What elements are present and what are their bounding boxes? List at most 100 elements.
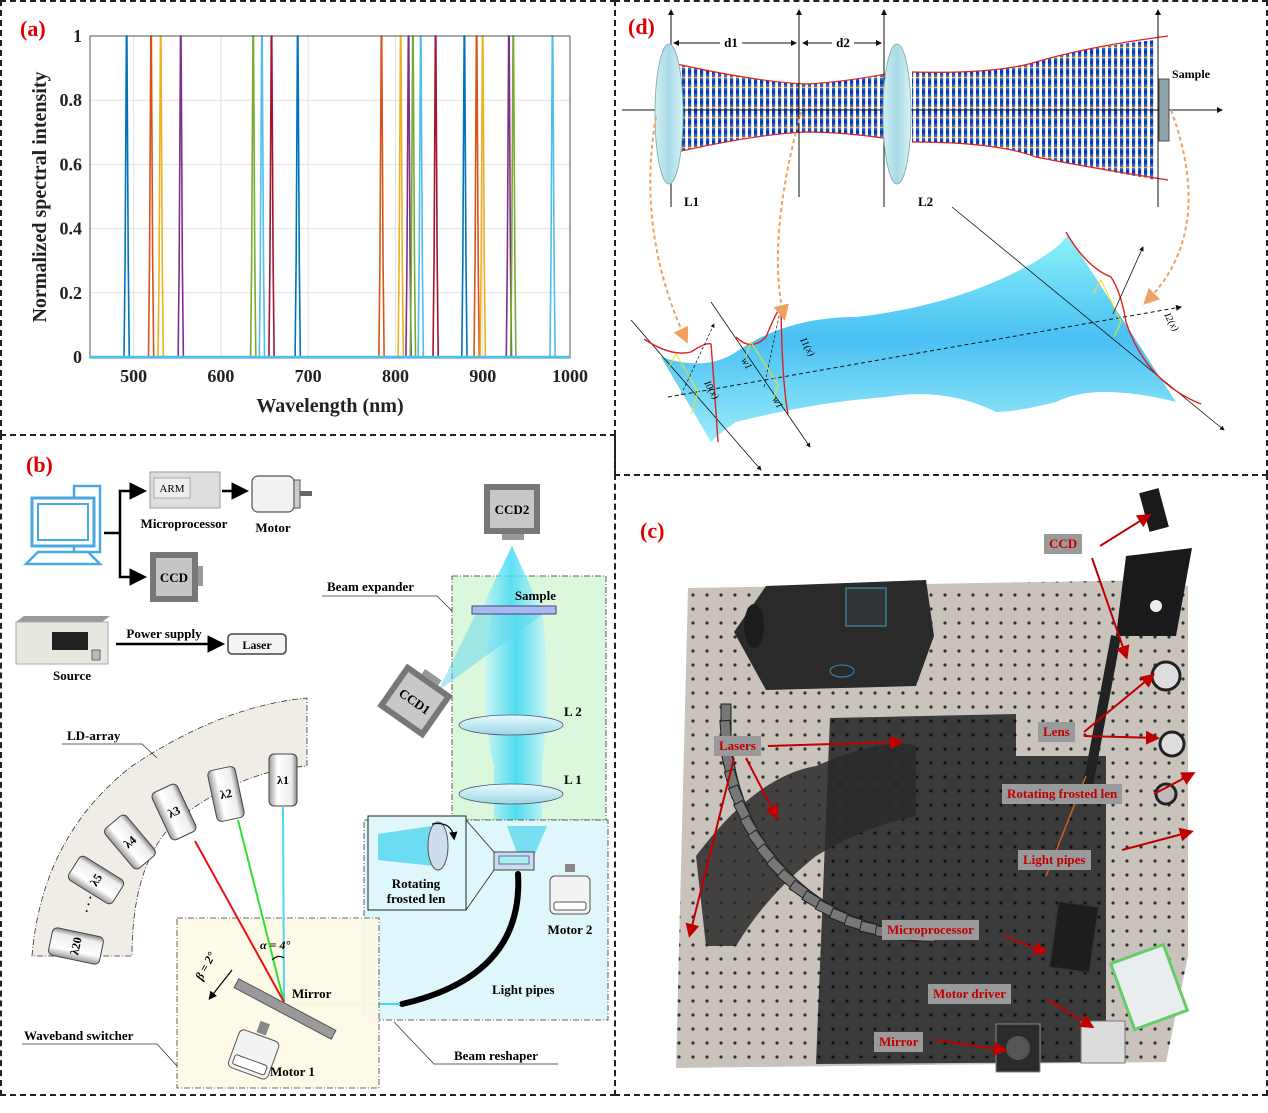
motor2-label: Motor 2 [548,922,593,937]
y-axis-label: Normalized spectral intensity [29,71,51,322]
experimental-setup-photo [676,488,1196,1073]
gaussian-beam [668,62,896,154]
x-tick-label: 600 [207,366,234,386]
mirror-label: Mirror [292,986,332,1001]
ccd1-icon [377,663,453,739]
microprocessor-board [1049,900,1099,974]
l1-label: L1 [684,194,699,209]
lens-l2 [458,714,564,736]
y-tick-label: 0.4 [60,219,83,239]
ccd-camera [1139,488,1169,532]
motor2-icon [549,864,591,915]
l2-label: L 2 [564,704,582,719]
driver-module [1108,942,1190,1032]
source-label: Source [53,668,91,683]
ccd-label: CCD [160,570,188,585]
light-pipe [399,871,522,1007]
waveband-switcher-label: Waveband switcher [24,1028,134,1043]
laser-label-2: λ2 [219,786,234,802]
sample-label: Sample [1172,67,1211,81]
mirror [233,978,337,1040]
y-tick-label: 0.8 [60,90,83,110]
microprocessor-label: Microprocessor [141,516,228,531]
ccd-icon [150,552,203,602]
d2-label: d2 [836,35,850,50]
l2-label: L2 [918,194,933,209]
lens-l1 [654,43,684,185]
laser-label-1: λ1 [277,773,289,787]
panel-d: d1 d2 L1 L2 Sample I0(x) I1(x) I2(x) w1 … [614,0,1268,476]
sample-label: Sample [515,588,556,603]
x-tick-label: 500 [120,366,147,386]
d1-label: d1 [724,35,738,50]
source-icon [15,616,110,665]
waist-label-1: w1 [738,356,753,372]
laser-icon [227,633,287,655]
x-tick-label: 700 [295,366,322,386]
panel-c-label: (c) [640,518,665,543]
tag-light-pipes: Light pipes [1018,850,1091,870]
ccd2-icon [484,484,540,540]
tag-microprocessor: Microprocessor [882,920,979,940]
system-schematic: ARM Microprocessor Motor CCD Source Powe… [15,471,609,1089]
tag-motor-driver: Motor driver [928,984,1012,1004]
lens-l1 [458,783,564,805]
tag-lens: Lens [1038,722,1075,742]
light-pipes-label: Light pipes [492,982,555,997]
panel-a-label: (a) [20,16,46,41]
sample-plate [1158,78,1170,142]
mouse [744,604,764,648]
panel-b: (b) ARM Microprocessor [0,434,616,1096]
panel-b-label: (b) [26,452,53,477]
x-axis-label: Wavelength (nm) [256,395,403,417]
laser-label-3: λ3 [166,803,183,821]
tag-rotating-lens: Rotating frosted len [1002,784,1123,804]
laser-label: Laser [242,638,272,652]
intensity-label-2: I2(x) [1161,310,1181,334]
motor-driver [1080,1020,1126,1064]
sample-slide [471,605,557,615]
motor1-icon [227,1020,280,1080]
panel-d-label: (d) [628,14,655,39]
rotating-lens-label-1: Rotating [392,876,441,891]
y-tick-label: 0.6 [60,154,83,174]
motor1-label: Motor 1 [270,1064,315,1079]
laser-diode-4 [104,814,156,870]
x-tick-label: 1000 [552,366,588,386]
power-supply-label: Power supply [126,626,202,641]
laptop [734,580,934,690]
x-tick-label: 800 [382,366,409,386]
ld-array-label: LD-array [67,728,121,743]
spectrum-peak-λ3 [90,35,570,358]
motor-icon [251,475,312,513]
beam-propagation-diagram: d1 d2 L1 L2 Sample I0(x) I1(x) I2(x) w1 … [622,9,1225,471]
computer-icon [22,484,104,566]
tag-ccd: CCD [1044,534,1083,554]
arm-label: ARM [159,483,184,495]
laser-ellipsis: · · · [79,894,97,915]
y-tick-label: 1 [73,26,82,46]
lens-l2 [882,43,912,185]
tag-lasers: Lasers [714,736,761,756]
laser-array [696,743,916,946]
microprocessor-icon [149,471,221,509]
beam-3d [661,235,1176,442]
l1-label: L 1 [564,772,582,787]
laser-label-20: λ20 [67,936,84,956]
rotating-lens-label-2: frosted len [387,891,446,906]
tag-mirror: Mirror [874,1032,924,1052]
panel-c: (c) [614,474,1268,1096]
laser-diode-5 [67,855,125,905]
laser-diode-20 [48,927,104,965]
screen-plate [1116,548,1192,636]
x-tick-label: 900 [469,366,496,386]
laser-diode-3 [151,783,197,841]
waist-label-2: w1 [769,395,784,411]
laser-diode-2 [207,766,245,822]
motor-label: Motor [255,520,291,535]
beam-reshaper-label: Beam reshaper [454,1048,538,1063]
y-tick-label: 0.2 [60,283,83,303]
ccd2-label: CCD2 [495,502,530,517]
